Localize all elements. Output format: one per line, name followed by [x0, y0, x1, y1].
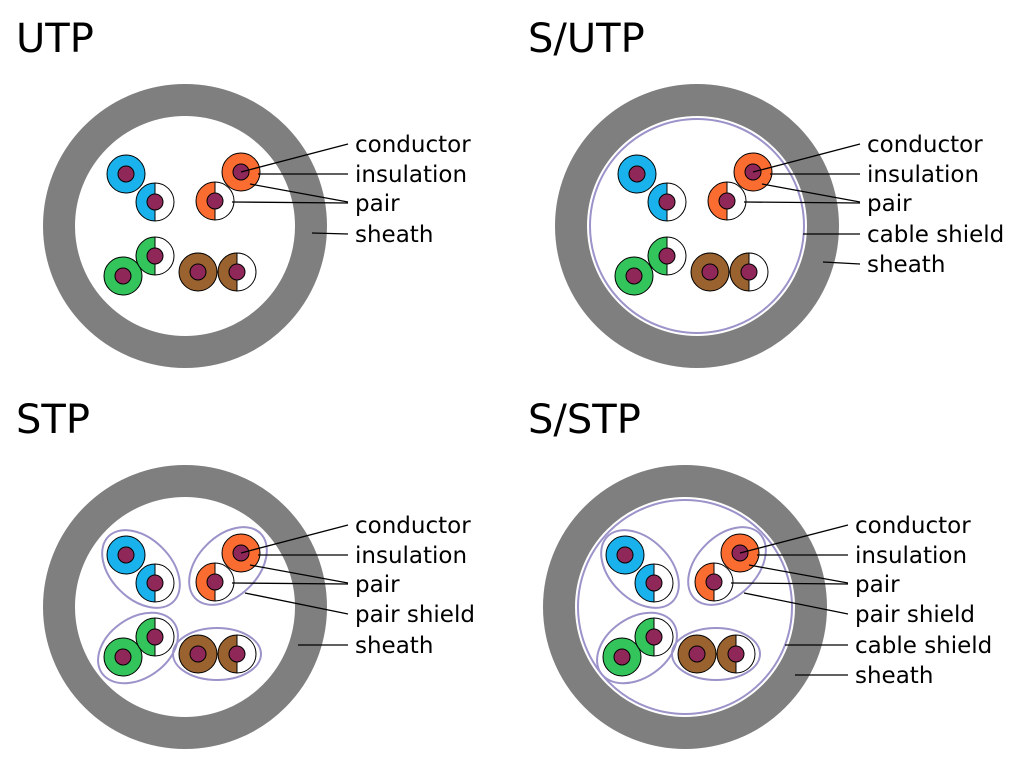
wire-striped	[634, 617, 674, 657]
panel-title: STP	[16, 397, 90, 443]
pair-shields	[596, 526, 767, 685]
pair-shield-blue	[600, 529, 680, 609]
label-conductor: conductor	[867, 132, 983, 158]
wire-solid	[614, 256, 654, 296]
panel-sstp: S/STP	[528, 397, 992, 749]
wire-striped	[694, 562, 734, 602]
sheath	[555, 84, 839, 368]
label-cable-shield: cable shield	[867, 222, 1004, 248]
panel-sutp: S/UTP	[528, 16, 1004, 368]
leader-lines	[730, 524, 849, 676]
pair-brown	[178, 634, 257, 674]
wire-striped	[647, 236, 687, 276]
pair-shield-brown	[172, 627, 262, 681]
pair-shield-green	[97, 611, 179, 685]
wire-striped	[135, 617, 175, 657]
wire-solid	[690, 252, 730, 292]
label-pair: pair	[867, 191, 912, 217]
wire-striped	[729, 252, 769, 292]
label-cable-shield: cable shield	[855, 633, 992, 659]
wire-solid	[605, 535, 645, 575]
pair-shield-brown	[671, 627, 761, 681]
pair-green	[614, 236, 687, 296]
pairs	[614, 152, 773, 296]
wire-striped	[634, 563, 674, 603]
wire-solid	[103, 256, 143, 296]
pair-orange	[694, 533, 760, 602]
pairs	[103, 533, 261, 677]
wire-solid	[106, 535, 146, 575]
label-sheath: sheath	[355, 633, 433, 659]
pair-brown	[178, 252, 257, 292]
pair-brown	[677, 634, 756, 674]
sheath	[43, 84, 327, 368]
label-sheath: sheath	[867, 252, 945, 278]
wire-solid	[106, 154, 146, 194]
pairs	[103, 152, 261, 296]
pair-blue	[617, 154, 687, 222]
wire-striped	[217, 634, 257, 674]
pair-green	[103, 236, 175, 296]
pair-shield-green	[596, 611, 678, 685]
label-pair: pair	[355, 572, 400, 598]
label-pair-shield: pair shield	[855, 602, 975, 628]
wire-striped	[135, 236, 175, 276]
wire-striped	[195, 181, 235, 221]
wire-solid	[103, 637, 143, 677]
pair-blue	[605, 535, 674, 603]
wire-striped	[716, 634, 756, 674]
label-insulation: insulation	[867, 162, 979, 188]
pair-orange	[195, 152, 261, 221]
cable-shield	[589, 118, 805, 334]
wire-solid	[178, 252, 218, 292]
leader-lines	[743, 143, 861, 265]
sheath	[43, 465, 327, 749]
sheath	[543, 465, 827, 749]
label-sheath: sheath	[355, 222, 433, 248]
wire-striped	[217, 252, 257, 292]
label-insulation: insulation	[855, 543, 967, 569]
wire-striped	[195, 562, 235, 602]
panel-title: S/UTP	[528, 16, 645, 62]
panel-title: S/STP	[528, 397, 641, 443]
pair-green	[602, 617, 674, 677]
pair-shield-orange	[687, 526, 767, 606]
label-insulation: insulation	[355, 162, 467, 188]
pair-brown	[690, 252, 769, 292]
pair-orange	[707, 152, 773, 221]
pair-shields	[97, 526, 268, 685]
pair-orange	[195, 533, 261, 602]
label-pair-shield: pair shield	[355, 602, 475, 628]
wire-striped	[647, 182, 687, 222]
wire-solid	[602, 637, 642, 677]
label-conductor: conductor	[355, 513, 471, 539]
leader-lines	[231, 143, 349, 235]
pair-shield-orange	[188, 526, 268, 606]
pair-shield-blue	[101, 529, 181, 609]
wire-solid	[677, 634, 717, 674]
panel-title: UTP	[16, 16, 94, 62]
leader-lines	[231, 524, 349, 646]
wire-solid	[178, 634, 218, 674]
label-conductor: conductor	[355, 132, 471, 158]
cable-shield	[577, 499, 793, 715]
wire-striped	[135, 563, 175, 603]
wire-striped	[135, 182, 175, 222]
label-pair: pair	[355, 191, 400, 217]
label-insulation: insulation	[355, 543, 467, 569]
label-pair: pair	[855, 572, 900, 598]
pairs	[602, 533, 760, 677]
wire-striped	[707, 181, 747, 221]
pair-green	[103, 617, 175, 677]
panel-stp: STP	[16, 397, 475, 749]
label-conductor: conductor	[855, 513, 971, 539]
wire-solid	[617, 154, 657, 194]
pair-blue	[106, 535, 175, 603]
panel-utp: UTP	[16, 16, 471, 368]
label-sheath: sheath	[855, 663, 933, 689]
pair-blue	[106, 154, 175, 222]
